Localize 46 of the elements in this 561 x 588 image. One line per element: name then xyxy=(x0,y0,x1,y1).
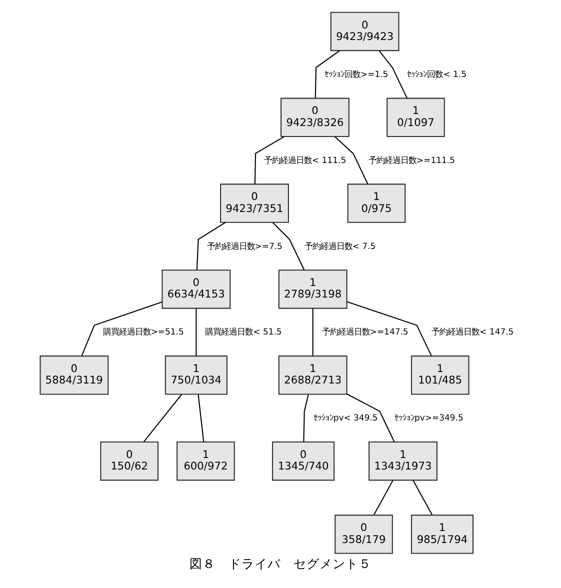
connector xyxy=(346,301,432,356)
node-box: 1 0/975 xyxy=(347,184,406,223)
node-box: 0 1345/740 xyxy=(272,441,335,481)
edge-label: 予約経過日数< 147.5 xyxy=(432,326,514,337)
node-box: 1 985/1794 xyxy=(410,514,474,554)
connector xyxy=(374,480,394,515)
node-box: 0 6634/4153 xyxy=(162,270,231,309)
connector xyxy=(334,136,368,184)
connector xyxy=(378,50,408,98)
connector xyxy=(196,222,226,270)
node-box: 0 358/179 xyxy=(334,514,393,554)
connector xyxy=(196,308,197,356)
connector xyxy=(272,222,305,270)
node-box: 0 9423/7351 xyxy=(220,184,289,223)
node-box: 1 0/1097 xyxy=(386,98,445,137)
node-box: 0 5884/3119 xyxy=(40,356,109,395)
edge-label: 予約経過日数< 111.5 xyxy=(264,154,346,165)
connector xyxy=(81,302,162,356)
edge-label: 予約経過日数>=111.5 xyxy=(368,154,455,165)
node-box: 0 9423/9423 xyxy=(330,12,400,52)
edge-label: ｾｯｼｮﾝ回数>=1.5 xyxy=(324,68,388,79)
node-box: 0 9423/8326 xyxy=(280,98,350,137)
edge-label: 購買経過日数< 51.5 xyxy=(205,326,282,337)
node-box: 1 2688/2713 xyxy=(278,356,348,395)
node-box: 1 2789/3198 xyxy=(278,270,348,309)
connector xyxy=(412,480,433,515)
connector xyxy=(303,394,309,442)
node-box: 1 600/972 xyxy=(176,441,235,481)
edge-label: ｾｯｼｮﾝpv< 349.5 xyxy=(313,412,378,423)
node-box: 0 150/62 xyxy=(100,441,159,481)
connector xyxy=(312,308,314,356)
edge-label: ｾｯｼｮﾝ回数< 1.5 xyxy=(407,68,467,79)
connector xyxy=(314,50,340,98)
edge-label: 予約経過日数>=147.5 xyxy=(322,326,408,337)
caption: 図８ ドライバ セグメント５ xyxy=(190,556,372,571)
node-box: 1 101/485 xyxy=(410,356,470,395)
edge-label: 予約経過日数>=7.5 xyxy=(206,240,282,251)
connector xyxy=(346,394,395,442)
node-box: 1 1343/1973 xyxy=(368,441,438,481)
edge-label: ｾｯｼｮﾝpv>=349.5 xyxy=(394,412,464,423)
edge-label: 購買経過日数>=51.5 xyxy=(102,326,184,337)
connector xyxy=(198,394,204,442)
node-box: 1 750/1034 xyxy=(164,356,228,395)
connector xyxy=(254,136,284,184)
connector xyxy=(143,394,182,442)
edge-label: 予約経過日数< 7.5 xyxy=(304,240,376,251)
